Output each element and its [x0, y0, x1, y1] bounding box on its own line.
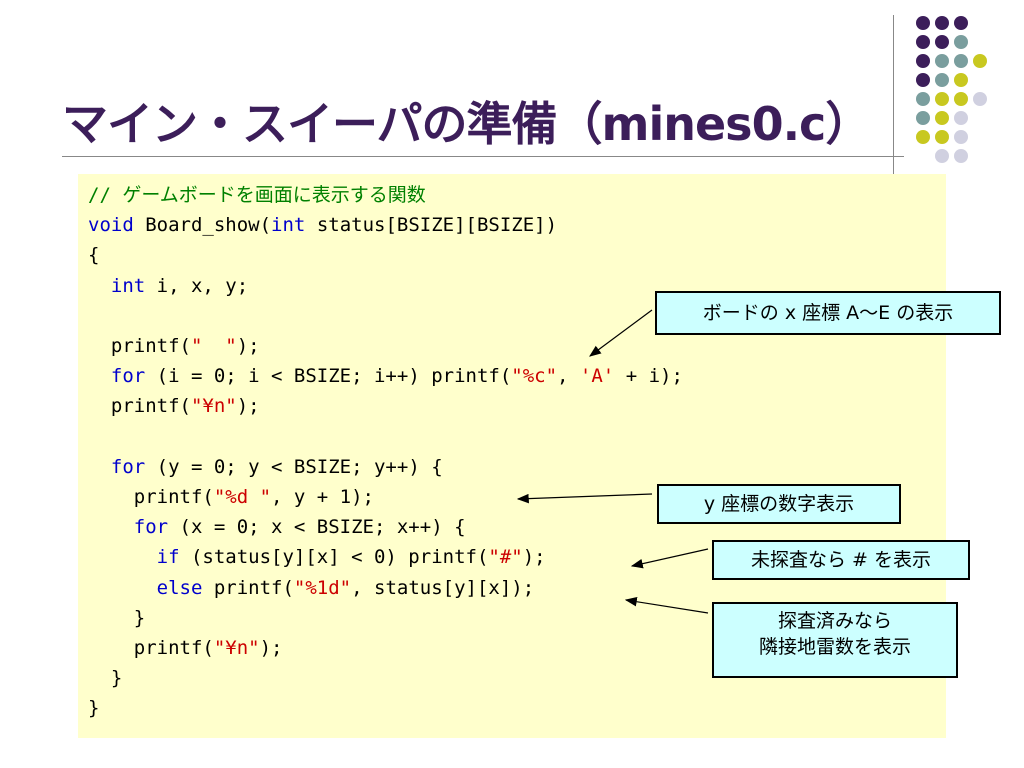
code-line: // ゲームボードを画面に表示する関数: [88, 181, 426, 209]
code-line: else printf("%1d", status[y][x]);: [88, 574, 535, 602]
decorative-dot: [954, 149, 968, 163]
code-token: printf(: [88, 395, 191, 418]
callout-explored-line1: 探査済みなら: [777, 610, 892, 632]
code-token: , status[y][x]);: [351, 576, 535, 599]
code-token: else: [156, 576, 203, 599]
decorative-dot: [916, 73, 930, 87]
code-token: );: [522, 546, 546, 569]
code-token: // ゲームボードを画面に表示する関数: [88, 184, 426, 206]
decorative-dot: [935, 149, 949, 163]
decorative-dot: [973, 54, 987, 68]
code-line: }: [88, 664, 122, 692]
callout-x-coordinate-text: ボードの x 座標 A～E の表示: [702, 302, 954, 324]
code-token: }: [88, 697, 100, 720]
code-line: int i, x, y;: [88, 272, 248, 300]
code-line: void Board_show(int status[BSIZE][BSIZE]…: [88, 211, 557, 239]
decorative-dot: [916, 54, 930, 68]
code-line: }: [88, 604, 145, 632]
code-token: for: [133, 516, 169, 539]
code-token: for: [110, 365, 146, 388]
code-token: ,: [557, 365, 580, 388]
code-token: 'A': [579, 365, 615, 388]
code-token: printf(: [88, 486, 214, 508]
code-token: Board_show(: [133, 214, 272, 237]
code-token: "%1d": [293, 576, 352, 599]
decorative-dot: [954, 130, 968, 144]
callout-y-coordinate: y 座標の数字表示: [657, 484, 901, 524]
decorative-dot: [935, 35, 949, 49]
decorative-dot: [954, 111, 968, 125]
code-token: "%d ": [213, 486, 272, 508]
slide-title: マイン・スイーパの準備（mines0.c）: [62, 97, 871, 151]
title-underline: [62, 156, 904, 157]
code-line: printf("¥n");: [88, 392, 260, 420]
code-token: );: [259, 637, 283, 659]
code-token: int: [271, 214, 306, 237]
callout-y-coordinate-text: y 座標の数字表示: [703, 493, 855, 515]
arrow-unexplored: [630, 548, 709, 569]
code-token: if: [156, 546, 180, 569]
decorative-dot: [954, 54, 968, 68]
code-token: "¥n": [190, 395, 237, 418]
arrow-y-coordinate: [516, 493, 653, 504]
code-line: {: [88, 241, 99, 269]
decorative-dot: [916, 16, 930, 30]
decorative-dot: [954, 16, 968, 30]
decorative-dot: [954, 92, 968, 106]
decorative-dot: [935, 16, 949, 30]
code-token: (x = 0; x < BSIZE; x++) {: [168, 516, 466, 539]
title-vertical-divider: [893, 15, 894, 175]
callout-unexplored-text: 未探査なら # を表示: [751, 549, 931, 571]
code-token: printf(: [202, 576, 294, 599]
code-token: );: [236, 335, 260, 357]
code-token: i, x, y;: [145, 274, 249, 297]
code-line: printf("%d ", y + 1);: [88, 483, 374, 511]
code-token: (status[y][x] < 0) printf(: [179, 546, 489, 569]
callout-explored-line2: 隣接地雷数を表示: [758, 636, 911, 658]
code-token: void: [88, 214, 134, 237]
callout-x-coordinate: ボードの x 座標 A～E の表示: [655, 291, 1001, 335]
code-token: "%c": [511, 365, 558, 388]
code-token: int: [110, 274, 146, 297]
code-token: );: [236, 395, 260, 418]
decorative-dot: [954, 35, 968, 49]
code-token: (y = 0; y < BSIZE; y++) {: [145, 455, 443, 478]
code-token: {: [88, 244, 100, 267]
code-line: for (y = 0; y < BSIZE; y++) {: [88, 453, 443, 481]
decorative-dot: [935, 73, 949, 87]
code-token: printf(: [88, 335, 191, 357]
code-line: printf("¥n");: [88, 634, 283, 662]
decorative-dot: [935, 130, 949, 144]
code-token: }: [88, 667, 123, 690]
decorative-dot: [916, 35, 930, 49]
code-token: + i);: [614, 365, 683, 388]
decorative-dot: [916, 92, 930, 106]
decorative-dot: [935, 54, 949, 68]
decorative-dot: [935, 111, 949, 125]
code-line: printf(" ");: [88, 332, 260, 360]
decorative-dot: [916, 130, 930, 144]
code-line: if (status[y][x] < 0) printf("#");: [88, 543, 546, 571]
code-token: "#": [488, 546, 523, 569]
arrow-x-coordinate: [589, 309, 653, 357]
decorative-dot: [954, 73, 968, 87]
callout-explored: 探査済みなら 隣接地雷数を表示: [712, 602, 958, 678]
code-token: (i = 0; i < BSIZE; i++) printf(: [145, 365, 512, 388]
callout-unexplored: 未探査なら # を表示: [712, 540, 970, 580]
code-line: for (x = 0; x < BSIZE; x++) {: [88, 513, 466, 541]
code-token: " ": [190, 335, 237, 357]
decorative-dot: [916, 111, 930, 125]
code-line: for (i = 0; i < BSIZE; i++) printf("%c",…: [88, 362, 683, 390]
code-token: }: [88, 606, 146, 629]
decorative-dot: [973, 92, 987, 106]
code-token: for: [110, 455, 146, 478]
decorative-dot: [935, 92, 949, 106]
code-token: status[BSIZE][BSIZE]): [305, 214, 558, 237]
code-token: "¥n": [213, 637, 260, 659]
code-token: printf(: [88, 637, 214, 659]
code-token: , y + 1);: [271, 486, 374, 508]
arrow-explored: [624, 596, 709, 614]
code-line: }: [88, 694, 99, 722]
